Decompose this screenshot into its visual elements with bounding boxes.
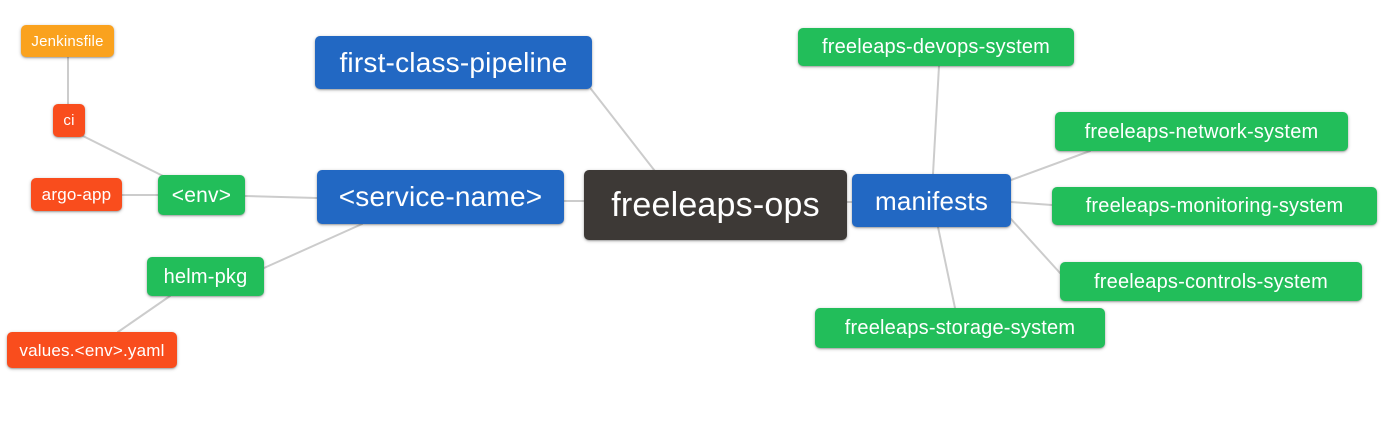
edge-manifests-to-freeleaps-controls-system — [1010, 218, 1061, 274]
node-helm-pkg[interactable]: helm-pkg — [147, 257, 264, 296]
node-label: first-class-pipeline — [339, 46, 568, 78]
node-freeleaps-devops-system[interactable]: freeleaps-devops-system — [798, 28, 1074, 66]
node-label: manifests — [874, 185, 989, 216]
node-freeleaps-storage-system[interactable]: freeleaps-storage-system — [815, 308, 1105, 348]
node-ci[interactable]: ci — [53, 104, 85, 137]
node-env[interactable]: <env> — [158, 175, 245, 215]
node-freeleaps-network-system[interactable]: freeleaps-network-system — [1055, 112, 1348, 151]
node-label: <env> — [171, 183, 232, 207]
node-label: Jenkinsfile — [31, 32, 104, 50]
node-label: ci — [63, 112, 75, 129]
edge-manifests-to-freeleaps-monitoring-system — [1010, 201, 1053, 206]
node-label: values.<env>.yaml — [19, 340, 165, 360]
node-freeleaps-ops[interactable]: freeleaps-ops — [584, 170, 847, 240]
node-label: freeleaps-storage-system — [844, 317, 1076, 339]
node-label: freeleaps-devops-system — [821, 36, 1051, 58]
node-freeleaps-monitoring-system[interactable]: freeleaps-monitoring-system — [1052, 187, 1377, 225]
node-values-env-yaml[interactable]: values.<env>.yaml — [7, 332, 177, 368]
node-label: helm-pkg — [163, 265, 248, 288]
edge-ci-to-env — [80, 134, 168, 179]
node-label: freeleaps-controls-system — [1094, 270, 1328, 293]
edge-helm-pkg-to-service-name — [263, 223, 363, 269]
edge-env-to-service-name — [244, 195, 318, 199]
node-service-name[interactable]: <service-name> — [317, 170, 564, 224]
node-label: freeleaps-network-system — [1084, 120, 1319, 143]
edge-manifests-to-freeleaps-devops-system — [932, 65, 940, 175]
node-freeleaps-controls-system[interactable]: freeleaps-controls-system — [1060, 262, 1362, 301]
node-first-class-pipeline[interactable]: first-class-pipeline — [315, 36, 592, 89]
node-jenkinsfile[interactable]: Jenkinsfile — [21, 25, 114, 57]
node-label: freeleaps-monitoring-system — [1085, 195, 1344, 217]
edge-values-env-yaml-to-helm-pkg — [117, 295, 171, 333]
node-manifests[interactable]: manifests — [852, 174, 1011, 227]
node-label: <service-name> — [338, 181, 543, 212]
edge-manifests-to-freeleaps-network-system — [1010, 150, 1091, 181]
node-argo-app[interactable]: argo-app — [31, 178, 122, 211]
edge-first-class-pipeline-to-freeleaps-ops — [590, 88, 659, 176]
edge-manifests-to-freeleaps-storage-system — [937, 226, 956, 309]
node-label: freeleaps-ops — [611, 186, 820, 224]
node-label: argo-app — [41, 185, 112, 204]
